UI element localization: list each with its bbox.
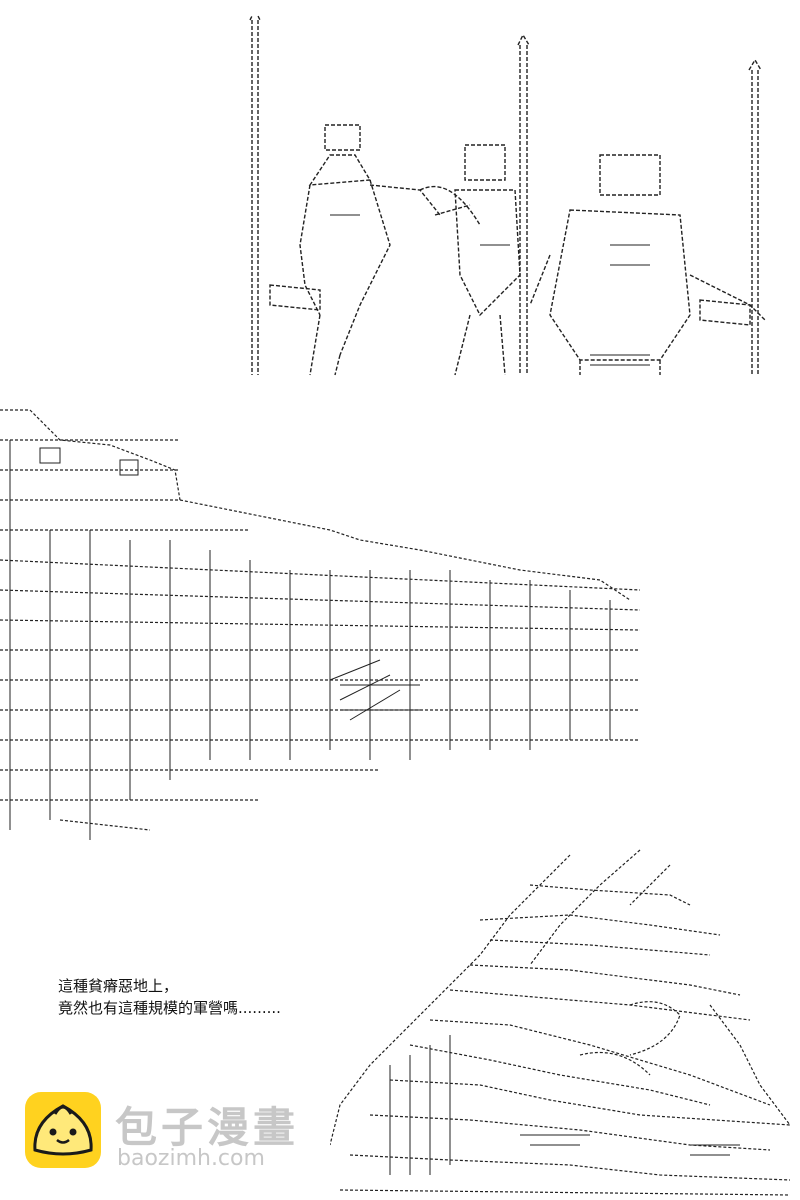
cloaked-figure-drawing bbox=[330, 849, 791, 1196]
watermark-title: 包子漫畫 bbox=[115, 1103, 300, 1152]
site-watermark: 包子漫畫 baozimh.com bbox=[25, 1092, 325, 1172]
narration-caption: 這種貧瘠惡地上， 竟然也有這種規模的軍營嗎......... bbox=[58, 975, 358, 1019]
encampment-drawing bbox=[0, 409, 641, 840]
guards-drawing bbox=[249, 15, 766, 376]
encampment-ascii-art-panel bbox=[0, 400, 650, 845]
watermark-domain: baozimh.com bbox=[117, 1146, 265, 1171]
caption-line-2: 竟然也有這種規模的軍營嗎......... bbox=[58, 999, 281, 1017]
guards-ascii-art-panel bbox=[230, 15, 790, 380]
bun-mascot-icon bbox=[25, 1092, 101, 1168]
caption-line-1: 這種貧瘠惡地上， bbox=[58, 977, 179, 995]
cloaked-figure-ascii-art-panel bbox=[330, 845, 800, 1200]
